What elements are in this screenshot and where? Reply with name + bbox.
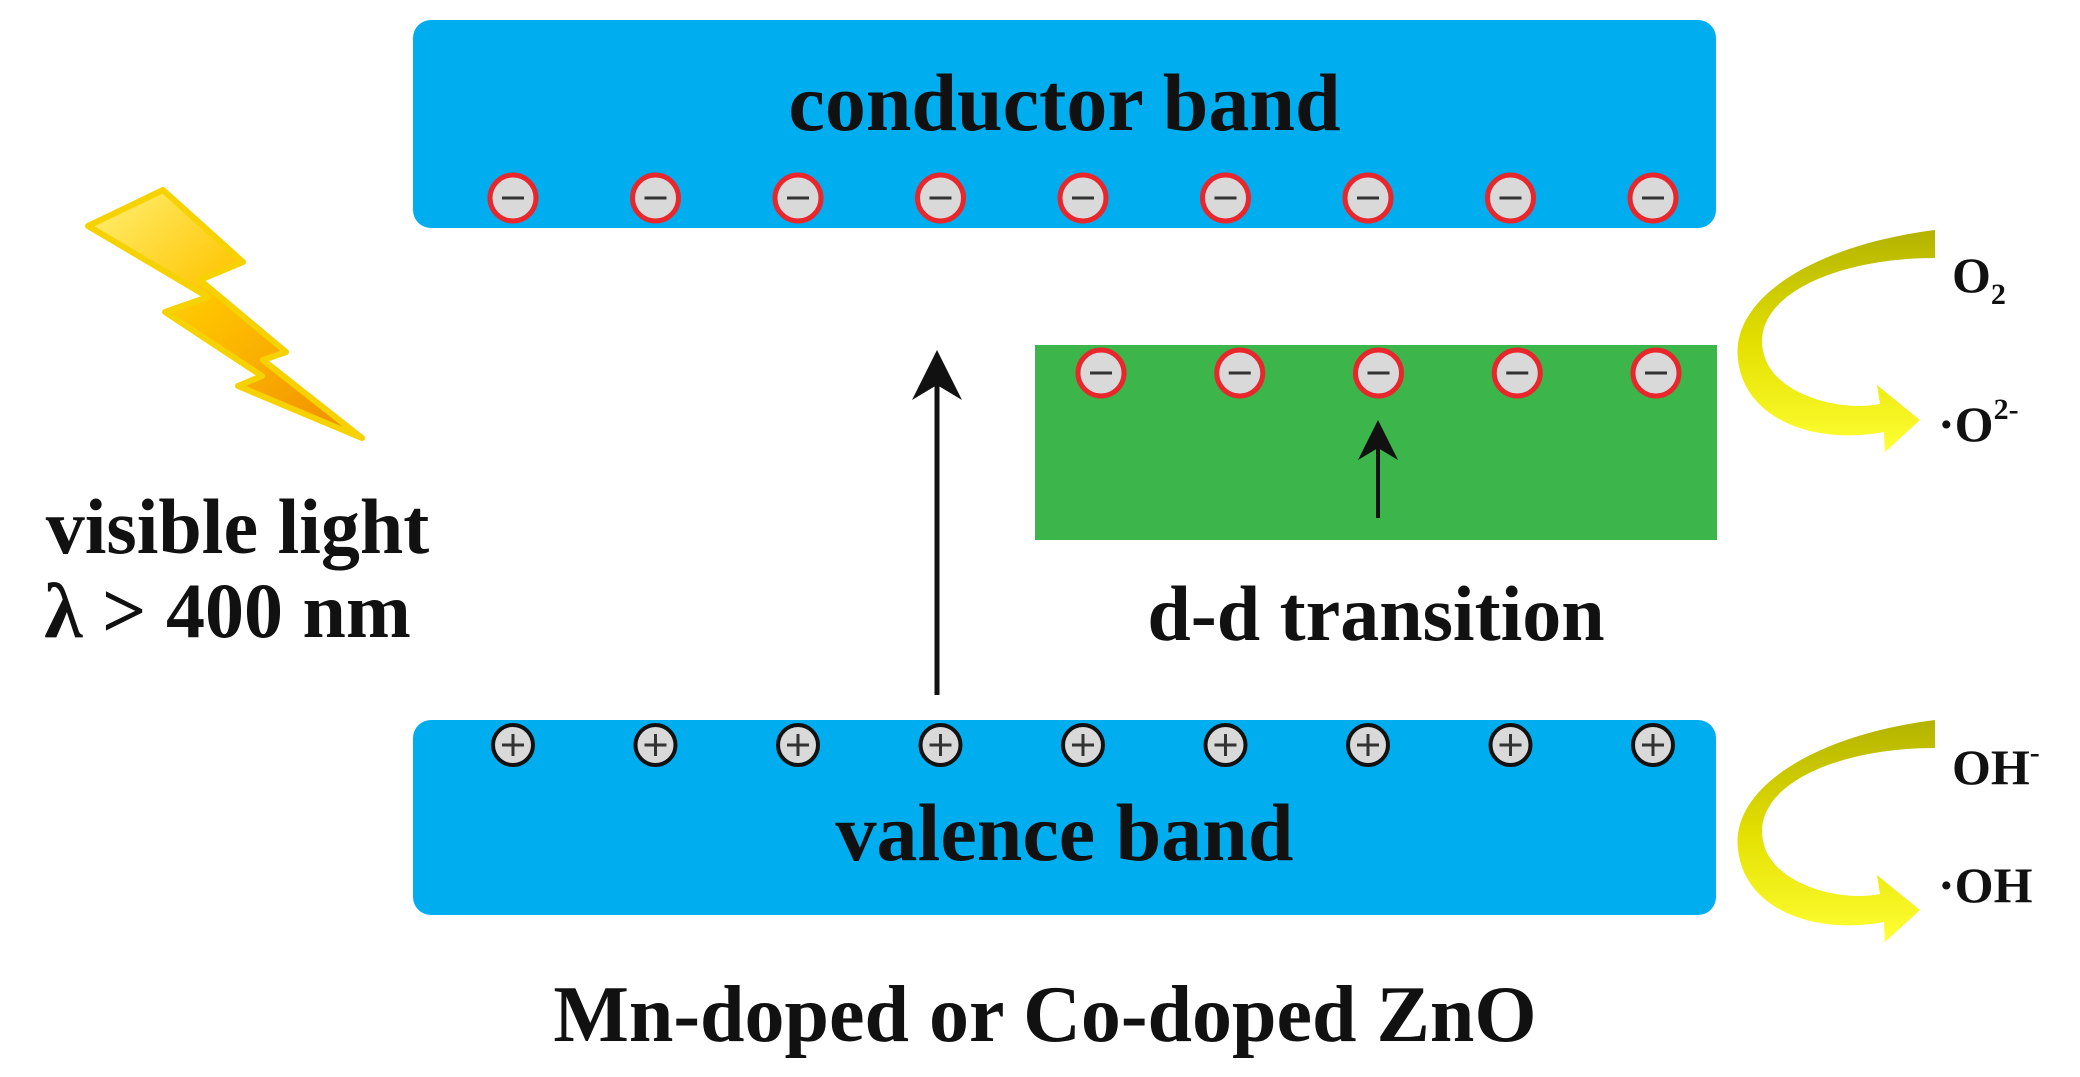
hole-plus-icon xyxy=(1346,723,1390,767)
figure-caption: Mn-doped or Co-doped ZnO xyxy=(553,971,1537,1059)
superoxide-symbol: ·O xyxy=(1938,396,1994,452)
electron-minus-icon xyxy=(487,172,539,224)
hole-plus-icon xyxy=(918,723,963,767)
dd-transition-label: d-d transition xyxy=(1147,570,1605,657)
electron-minus-icon xyxy=(772,172,824,224)
hole-plus-icon xyxy=(1203,723,1248,767)
hydroxyl-radical-product: ·OH xyxy=(1938,857,2033,913)
electron-minus-icon xyxy=(630,172,681,224)
curved-arrow-icon xyxy=(1737,230,1935,452)
visible-light-label: visible light xyxy=(45,483,430,570)
hole-plus-icon xyxy=(633,723,678,767)
valence-band-label: valence band xyxy=(835,787,1294,878)
electron-minus-icon xyxy=(1075,347,1127,399)
electron-minus-icon xyxy=(915,172,966,224)
superoxide-product: ·O2- xyxy=(1938,393,2019,452)
curved-arrow-icon xyxy=(1737,720,1935,942)
hole-plus-icon xyxy=(1631,723,1675,767)
charge-carriers xyxy=(487,172,1682,767)
oxygen-symbol: O xyxy=(1952,247,1991,303)
electron-minus-icon xyxy=(1491,347,1543,399)
superoxide-charge: 2- xyxy=(1993,393,2019,426)
wavelength-label: λ > 400 nm xyxy=(44,567,411,654)
oxygen-reactant: O2 xyxy=(1952,250,2006,310)
electron-minus-icon xyxy=(1485,172,1536,224)
hydroxide-reactant: OH- xyxy=(1952,736,2040,795)
conduction-band-label: conductor band xyxy=(788,57,1341,148)
hydroxide-symbol: OH xyxy=(1952,739,2030,795)
lightning-bolt-icon xyxy=(85,187,365,441)
oxygen-subscript: 2 xyxy=(1990,278,2006,311)
electron-minus-icon xyxy=(1200,172,1251,224)
hydroxide-charge: - xyxy=(2029,736,2040,769)
electron-minus-icon xyxy=(1214,347,1266,399)
electron-minus-icon xyxy=(1627,172,1679,224)
hole-plus-icon xyxy=(491,723,535,767)
hole-plus-icon xyxy=(776,723,820,767)
hole-plus-icon xyxy=(1488,723,1533,767)
electron-minus-icon xyxy=(1057,172,1109,224)
hole-plus-icon xyxy=(1061,723,1105,767)
electron-minus-icon xyxy=(1630,347,1682,399)
electron-minus-icon xyxy=(1342,172,1394,224)
electron-minus-icon xyxy=(1353,347,1404,399)
